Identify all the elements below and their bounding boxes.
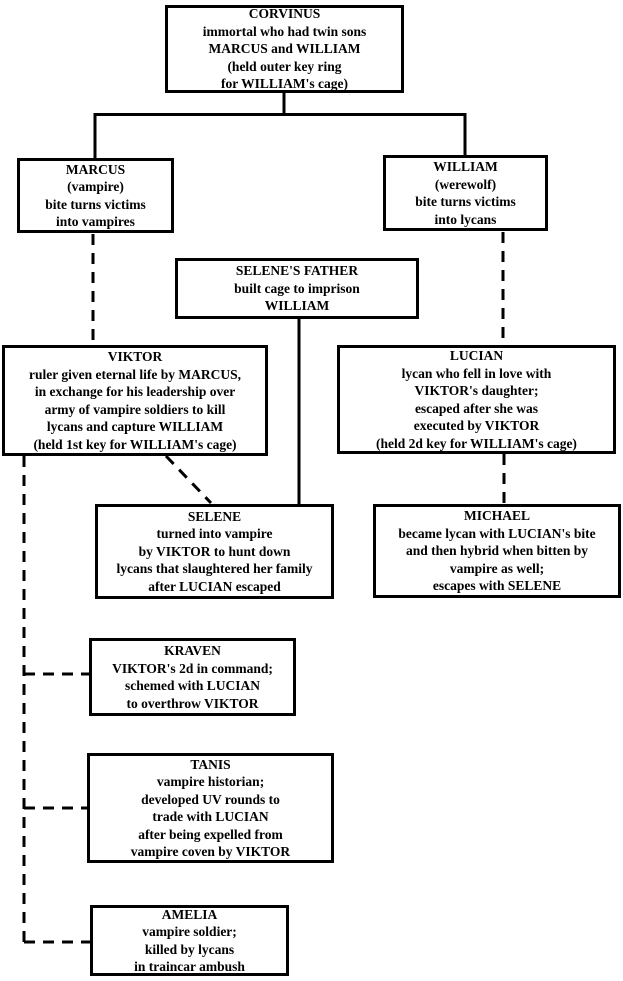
node-corvinus-text: CORVINUS immortal who had twin sons MARC… bbox=[202, 6, 367, 92]
node-lucian-text: LUCIAN lycan who fell in love with VIKTO… bbox=[376, 348, 577, 451]
node-selenes-father-text: SELENE'S FATHER built cage to imprison W… bbox=[234, 263, 360, 314]
node-marcus: MARCUS (vampire) bite turns victims into… bbox=[17, 158, 174, 233]
node-amelia-text: AMELIA vampire soldier; killed by lycans… bbox=[134, 906, 245, 975]
node-william: WILLIAM (werewolf) bite turns victims in… bbox=[383, 155, 548, 231]
node-selenes-father: SELENE'S FATHER built cage to imprison W… bbox=[175, 258, 419, 319]
node-tanis: TANIS vampire historian; developed UV ro… bbox=[87, 753, 334, 863]
node-william-text: WILLIAM (werewolf) bite turns victims in… bbox=[415, 159, 516, 227]
node-lucian: LUCIAN lycan who fell in love with VIKTO… bbox=[337, 345, 616, 454]
edge-viktor-selene bbox=[164, 454, 213, 505]
node-corvinus: CORVINUS immortal who had twin sons MARC… bbox=[165, 5, 404, 93]
node-kraven-text: KRAVEN VIKTOR's 2d in command; schemed w… bbox=[112, 643, 273, 711]
node-amelia: AMELIA vampire soldier; killed by lycans… bbox=[90, 905, 289, 976]
node-marcus-text: MARCUS (vampire) bite turns victims into… bbox=[45, 161, 146, 230]
node-viktor: VIKTOR ruler given eternal life by MARCU… bbox=[2, 345, 268, 456]
node-selene: SELENE turned into vampire by VIKTOR to … bbox=[95, 504, 334, 599]
node-viktor-text: VIKTOR ruler given eternal life by MARCU… bbox=[29, 349, 241, 452]
node-selene-text: SELENE turned into vampire by VIKTOR to … bbox=[116, 508, 313, 594]
node-michael-text: MICHAEL became lycan with LUCIAN's bite … bbox=[398, 508, 596, 594]
node-tanis-text: TANIS vampire historian; developed UV ro… bbox=[130, 756, 291, 860]
node-kraven: KRAVEN VIKTOR's 2d in command; schemed w… bbox=[89, 638, 296, 716]
node-michael: MICHAEL became lycan with LUCIAN's bite … bbox=[373, 504, 621, 598]
